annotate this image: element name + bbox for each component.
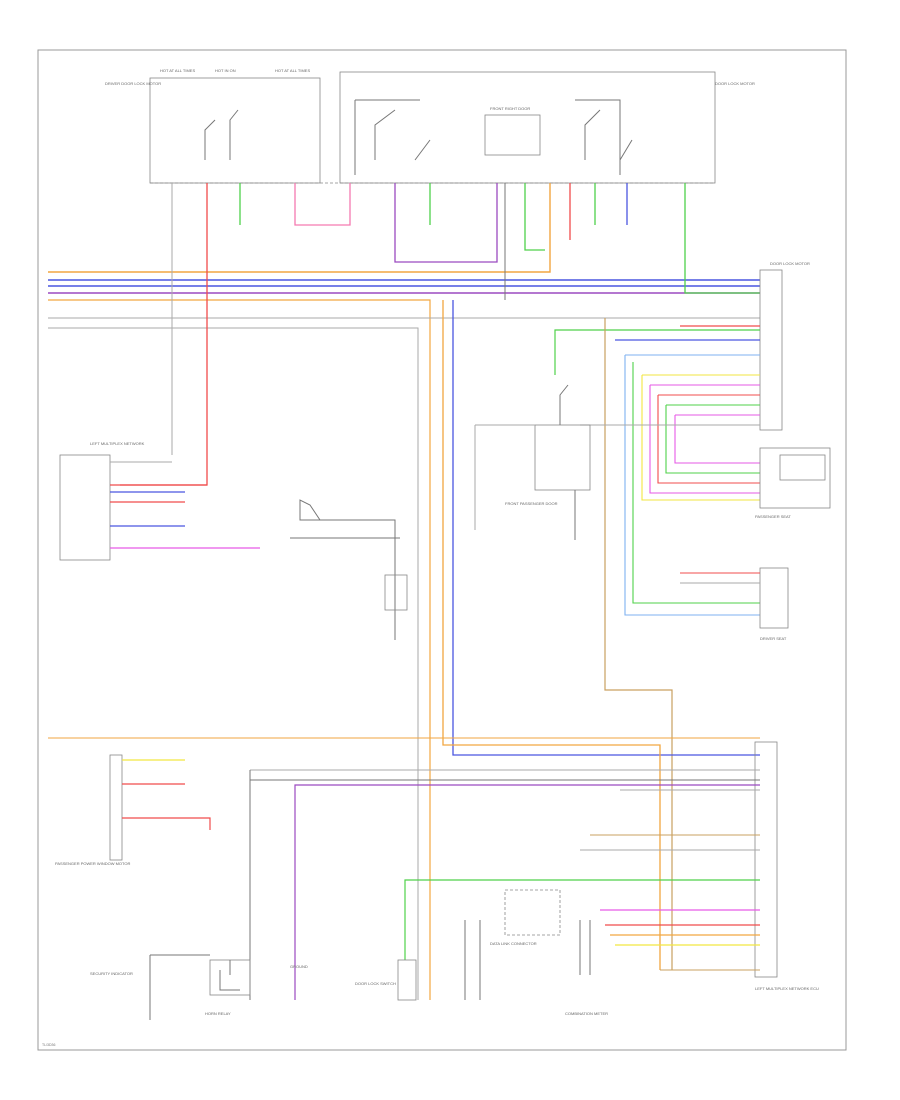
- relay-box: [384, 574, 408, 611]
- right-wire-lblue: [624, 354, 760, 616]
- bus-wire-gray-2: [48, 327, 419, 1000]
- meter-wire: [579, 920, 591, 975]
- label-pw-motor: PASSENGER POWER WINDOW MOTOR: [55, 861, 131, 866]
- right-wire-magenta-2: [674, 414, 760, 464]
- dlc-wire: [464, 920, 481, 1000]
- label-top-right: DOOR LOCK MOTOR: [715, 81, 755, 86]
- bus-wire-orange-2: [48, 299, 431, 1000]
- bus-wire-orange: [48, 183, 551, 273]
- drop-red-1: [120, 183, 208, 486]
- label-security: SECURITY INDICATOR: [90, 971, 133, 976]
- label-center-block: FRONT PASSENGER DOOR: [505, 501, 558, 506]
- passenger-seat-box: [759, 447, 831, 509]
- center-switch-symbol: [559, 384, 569, 425]
- right-wire-green: [554, 329, 760, 375]
- bottom-indicators: SECURITY INDICATOR HORN RELAY: [90, 954, 251, 1020]
- label-front-right: FRONT RIGHT DOOR: [490, 106, 530, 111]
- ecu-box: [754, 741, 778, 978]
- label-right-block-1: DOOR LOCK MOTOR: [770, 261, 810, 266]
- label-hot-3: HOT AT ALL TIMES: [275, 68, 310, 73]
- pw-motor-box: [109, 754, 123, 861]
- driver-seat-block: DRIVER SEAT: [680, 567, 789, 641]
- ecu-wire-violet: [294, 784, 760, 1000]
- passenger-seat-inner: [779, 454, 826, 481]
- right-door-lock-box: [339, 71, 716, 184]
- right-wire-green-2: [632, 362, 760, 604]
- horn-relay-coil: [219, 960, 240, 991]
- switch-symbol-2: [374, 109, 431, 161]
- left-mid-block: LEFT MULTIPLEX NETWORK: [59, 441, 260, 561]
- trunk-orange: [442, 300, 661, 970]
- driver-seat-box: [759, 567, 789, 629]
- right-connector-top: DOOR LOCK MOTOR: [554, 261, 810, 970]
- label-hot-2: HOT IN ON: [215, 68, 236, 73]
- label-meter: COMBINATION METER: [565, 1011, 608, 1016]
- relay-symbol: [299, 499, 321, 521]
- right-wire-magenta: [649, 384, 760, 494]
- right-wire-red-2: [657, 394, 760, 484]
- left-mid-box: [59, 454, 111, 561]
- center-switch-box: [534, 424, 591, 491]
- label-left-mid: LEFT MULTIPLEX NETWORK: [90, 441, 145, 446]
- label-door-lock-switch: DOOR LOCK SWITCH: [355, 981, 396, 986]
- diagram-frame: [37, 49, 847, 1051]
- right-connector-box-1: [759, 269, 783, 431]
- door-lock-switch-box: [397, 959, 417, 1001]
- label-hot-1: HOT AT ALL TIMES: [160, 68, 195, 73]
- front-right-door-box: [484, 114, 541, 156]
- security-indicator-wire: [149, 954, 210, 1020]
- switch-symbol-3: [584, 109, 633, 161]
- label-passenger-seat: PASSENGER SEAT: [755, 514, 791, 519]
- ecu-wire-green: [404, 879, 760, 960]
- drop-green-5: [684, 183, 760, 294]
- bottom-right-ecu: LEFT MULTIPLEX NETWORK ECU: [250, 741, 819, 1000]
- vertical-trunks: [48, 300, 760, 970]
- right-wire-green-3: [665, 404, 760, 474]
- center-switch-block: FRONT PASSENGER DOOR: [474, 384, 591, 540]
- label-dlc: DATA LINK CONNECTOR: [490, 941, 537, 946]
- label-ecu: LEFT MULTIPLEX NETWORK ECU: [755, 986, 819, 991]
- relay-wire: [320, 519, 396, 640]
- switch-symbol-1: [204, 109, 239, 160]
- left-door-lock-box: [149, 77, 321, 184]
- bottom-left-block: PASSENGER POWER WINDOW MOTOR: [55, 754, 251, 1000]
- mid-relay-group: [290, 499, 408, 640]
- dlc-box: [504, 889, 561, 936]
- drop-green-3: [524, 183, 545, 251]
- trunk-blue: [452, 300, 760, 756]
- drop-violet-1: [394, 183, 498, 263]
- right-wire-yellow: [641, 374, 760, 501]
- top-drops: [120, 183, 760, 486]
- bottom-center-group: DOOR LOCK SWITCH DATA LINK CONNECTOR COM…: [290, 889, 608, 1016]
- top-component-group: DRIVER DOOR LOCK MOTOR HOT AT ALL TIMES …: [105, 68, 755, 184]
- label-driver-seat: DRIVER SEAT: [760, 636, 787, 641]
- label-top-left: DRIVER DOOR LOCK MOTOR: [105, 81, 161, 86]
- right-wire-tan: [604, 318, 673, 970]
- pw-wire-red-2: [122, 817, 211, 830]
- label-ground-bottom: GROUND: [290, 964, 308, 969]
- passenger-seat-block: PASSENGER SEAT: [755, 447, 831, 519]
- label-horn: HORN RELAY: [205, 1011, 231, 1016]
- main-bus: [48, 183, 760, 1000]
- footer-code: TL/3D36: [42, 1043, 55, 1047]
- bracket-symbol: [354, 99, 621, 175]
- drop-pink-1: [294, 183, 351, 226]
